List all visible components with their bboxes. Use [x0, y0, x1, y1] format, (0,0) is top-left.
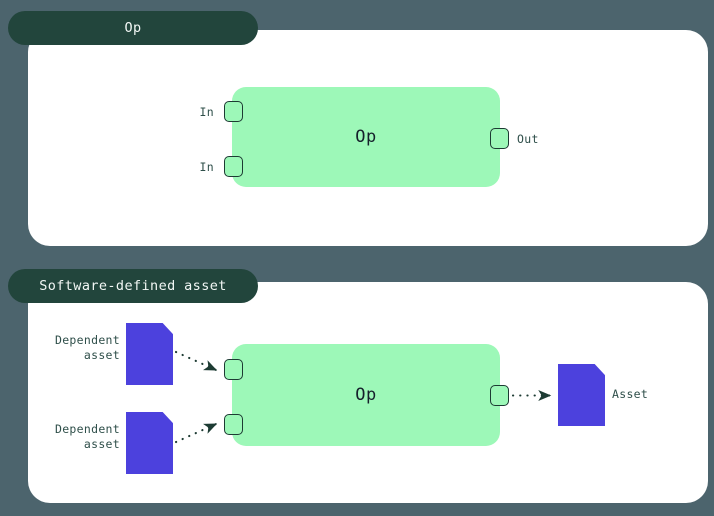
- port-label-in-2: In: [199, 160, 214, 174]
- op-node-bottom-label: Op: [355, 385, 377, 405]
- asset-document-icon-dependent-2[interactable]: [126, 412, 173, 474]
- panel-tab-op[interactable]: Op: [8, 11, 258, 45]
- port-in-2[interactable]: [224, 156, 243, 177]
- asset-document-icon-output[interactable]: [558, 364, 605, 426]
- port-out-2[interactable]: [490, 385, 509, 406]
- asset-label-dependent-1-line2: asset: [83, 348, 120, 362]
- op-node-top[interactable]: Op: [232, 87, 500, 187]
- asset-label-output: Asset: [612, 387, 649, 401]
- asset-document-icon-dependent-1[interactable]: [126, 323, 173, 385]
- port-in-3[interactable]: [224, 359, 243, 380]
- port-label-out-1: Out: [517, 132, 539, 146]
- asset-label-dependent-1-line1: Dependent: [54, 333, 120, 347]
- panel-tab-software-defined-asset[interactable]: Software-defined asset: [8, 269, 258, 303]
- port-in-4[interactable]: [224, 414, 243, 435]
- asset-label-dependent-2-line1: Dependent: [54, 422, 120, 436]
- asset-label-dependent-2-line2: asset: [83, 437, 120, 451]
- op-node-top-label: Op: [355, 127, 377, 147]
- port-out-1[interactable]: [490, 128, 509, 149]
- port-in-1[interactable]: [224, 101, 243, 122]
- port-label-in-1: In: [199, 105, 214, 119]
- op-node-bottom[interactable]: Op: [232, 344, 500, 446]
